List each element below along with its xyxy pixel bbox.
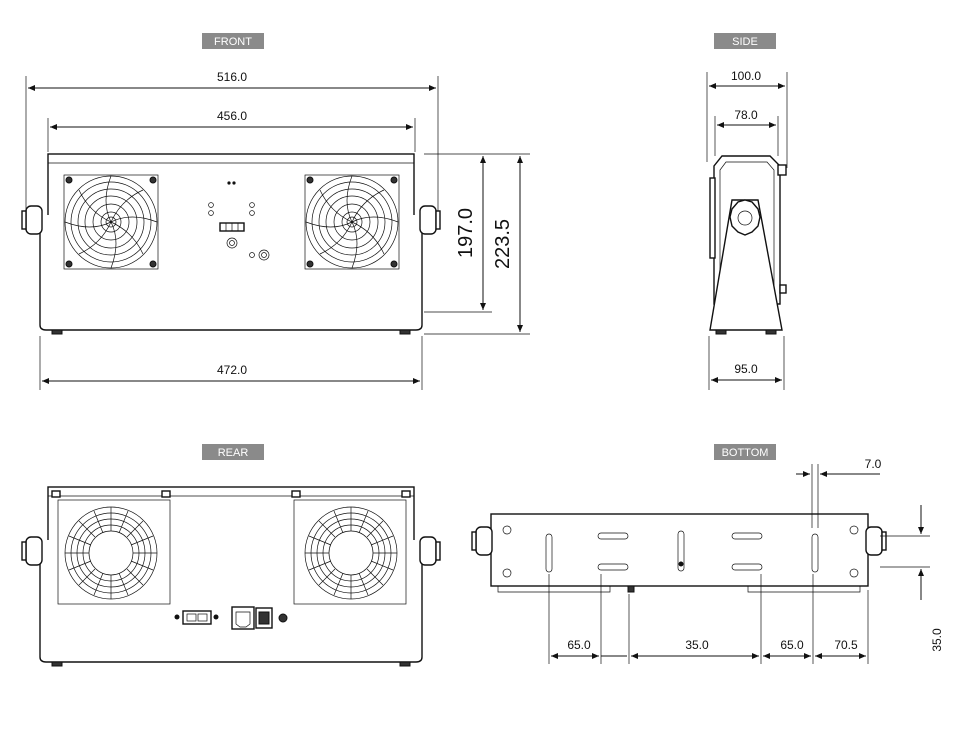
front-total-width-dim: 516.0 xyxy=(217,70,247,84)
rear-view: REAR xyxy=(21,444,441,667)
side-label-bg xyxy=(714,33,776,49)
bottom-height-dim: 35.0 xyxy=(930,628,944,652)
bottom-seg1-dim: 65.0 xyxy=(567,638,591,652)
side-knob-icon xyxy=(729,199,761,236)
rear-power-inlet-icon xyxy=(231,606,255,630)
front-inner-width-dim: 456.0 xyxy=(217,109,247,123)
front-label-bg xyxy=(202,33,264,49)
bottom-seg4-dim: 70.5 xyxy=(834,638,858,652)
front-label: FRONT xyxy=(214,36,252,48)
bottom-seg2-dim: 35.0 xyxy=(685,638,709,652)
side-base-width-dim: 95.0 xyxy=(734,362,758,376)
bottom-view: BOTTOM 7.0 xyxy=(471,444,944,664)
front-view: FRONT 516.0 456.0 xyxy=(21,33,530,390)
front-total-height-dim: 223.5 xyxy=(492,219,514,269)
side-total-width-dim: 100.0 xyxy=(731,69,761,83)
side-view: SIDE 100.0 78.0 95.0 xyxy=(706,33,788,390)
bottom-slot-width-dim: 7.0 xyxy=(865,457,882,471)
front-body-height-dim: 197.0 xyxy=(455,208,477,258)
bottom-label-bg xyxy=(714,444,776,460)
side-inner-width-dim: 78.0 xyxy=(734,108,758,122)
side-label: SIDE xyxy=(732,36,758,48)
rear-label-bg xyxy=(202,444,264,460)
bottom-body xyxy=(490,513,869,587)
front-base-width-dim: 472.0 xyxy=(217,363,247,377)
bottom-seg3-dim: 65.0 xyxy=(780,638,804,652)
rear-label: REAR xyxy=(218,447,249,459)
bottom-label: BOTTOM xyxy=(722,447,769,459)
